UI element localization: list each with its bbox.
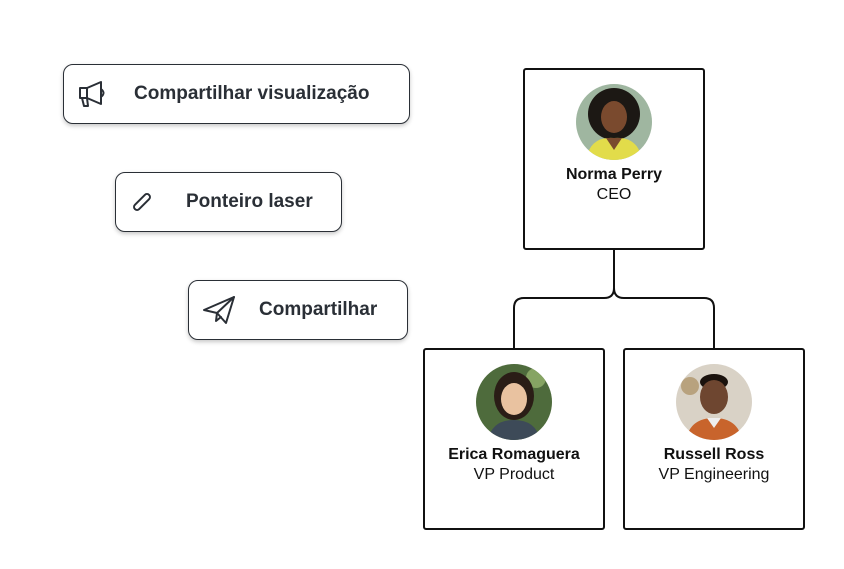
org-card-vp-product[interactable]: Erica Romaguera VP Product: [423, 348, 605, 530]
avatar: [676, 364, 752, 440]
person-name: Norma Perry: [565, 166, 663, 183]
person-title: CEO: [596, 186, 632, 203]
avatar: [576, 84, 652, 160]
share-view-label: Compartilhar visualização: [134, 83, 370, 104]
share-button[interactable]: Compartilhar: [188, 280, 408, 340]
laser-pointer-label: Ponteiro laser: [186, 191, 313, 212]
person-title: VP Product: [473, 466, 555, 483]
paper-plane-icon: [201, 292, 237, 328]
connector-root-to-product: [513, 250, 615, 348]
person-name: Erica Romaguera: [448, 446, 580, 463]
avatar: [476, 364, 552, 440]
person-name: Russell Ross: [663, 446, 765, 463]
laser-pointer-button[interactable]: Ponteiro laser: [115, 172, 342, 232]
megaphone-icon: [76, 76, 112, 112]
share-label: Compartilhar: [259, 299, 378, 320]
org-card-ceo[interactable]: Norma Perry CEO: [523, 68, 705, 250]
laser-pointer-icon: [124, 184, 160, 220]
connector-root-to-engineering: [613, 287, 715, 348]
org-card-vp-engineering[interactable]: Russell Ross VP Engineering: [623, 348, 805, 530]
person-title: VP Engineering: [658, 466, 770, 483]
share-view-button[interactable]: Compartilhar visualização: [63, 64, 410, 124]
